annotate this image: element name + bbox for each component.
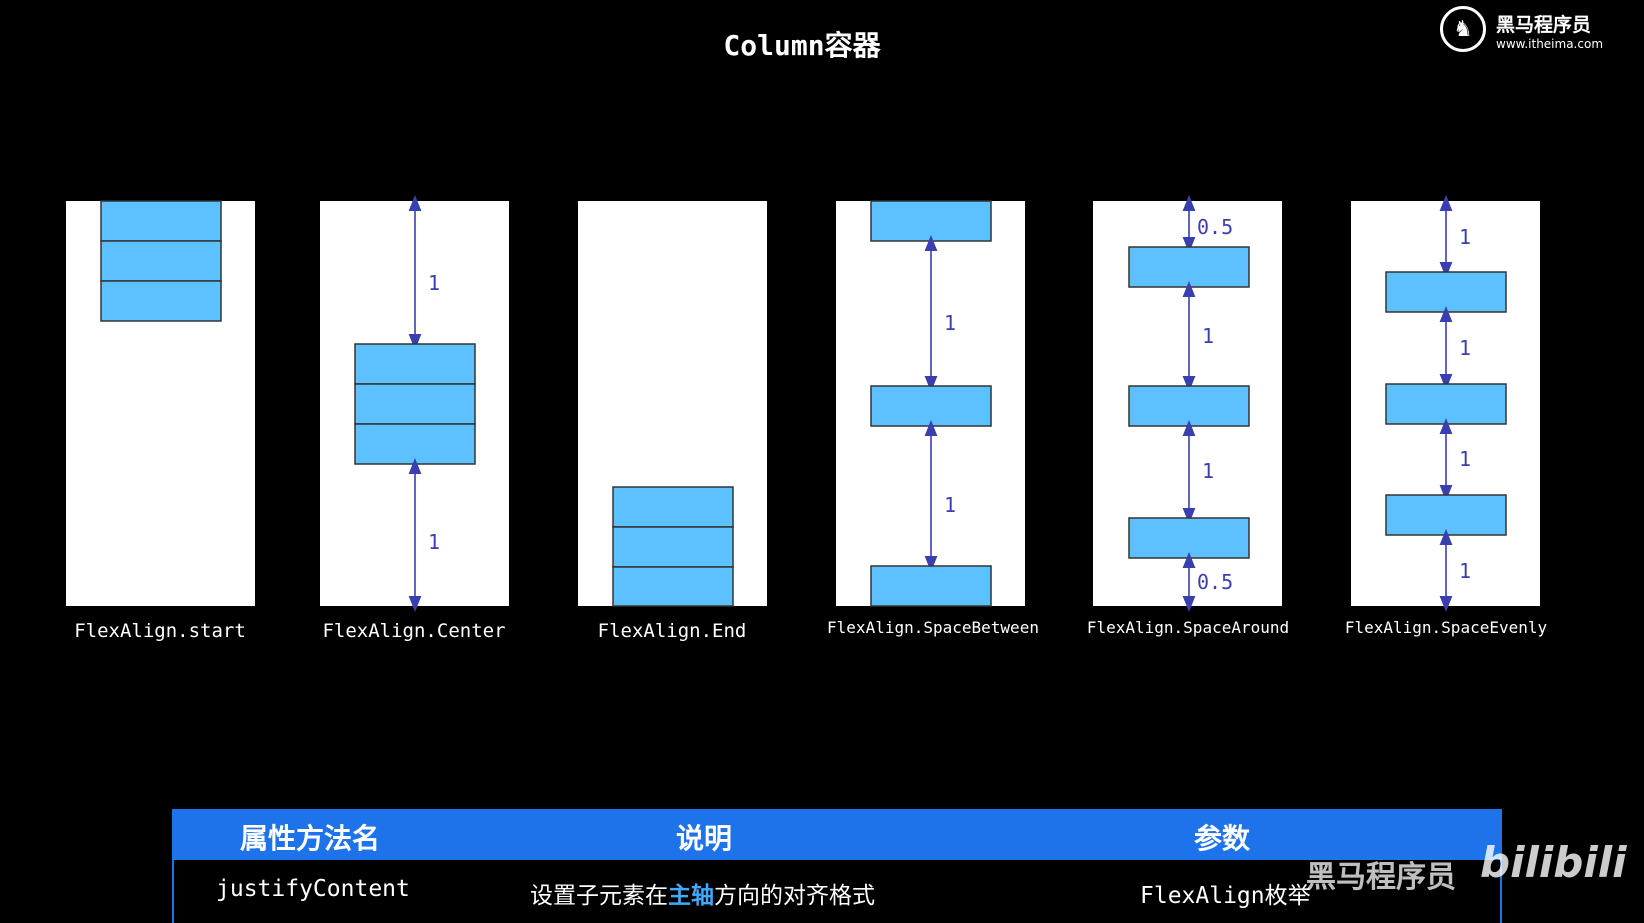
flex-item bbox=[100, 200, 222, 242]
label-flex-center: FlexAlign.Center bbox=[322, 620, 506, 642]
gap-label: 1 bbox=[944, 311, 956, 335]
cell-description: 设置子元素在主轴方向的对齐格式 bbox=[530, 876, 875, 910]
flex-item bbox=[612, 566, 734, 607]
header-parameter: 参数 bbox=[1194, 822, 1251, 855]
logo: ♞ 黑马程序员 www.itheima.com bbox=[1440, 6, 1640, 56]
cell-parameter: FlexAlign枚举 bbox=[1140, 883, 1311, 909]
desc-highlight: 主轴 bbox=[668, 883, 714, 909]
gap-label: 1 bbox=[1459, 559, 1471, 583]
flex-item bbox=[612, 486, 734, 528]
gap-label: 1 bbox=[1459, 225, 1471, 249]
flex-item bbox=[354, 383, 476, 425]
header-description: 说明 bbox=[676, 822, 733, 855]
flex-item bbox=[870, 565, 992, 607]
flex-item bbox=[870, 200, 992, 242]
property-table: 属性方法名 说明 参数 justifyContent 设置子元素在主轴方向的对齐… bbox=[172, 809, 1502, 923]
flex-item bbox=[1128, 246, 1250, 288]
header-property-name: 属性方法名 bbox=[240, 822, 381, 855]
label-flex-start: FlexAlign.start bbox=[74, 620, 246, 642]
gap-label: 1 bbox=[428, 271, 440, 295]
slide-title: Column容器 bbox=[723, 29, 881, 62]
table-row: justifyContent 设置子元素在主轴方向的对齐格式 FlexAlign… bbox=[172, 860, 1502, 923]
label-flex-end: FlexAlign.End bbox=[597, 620, 747, 642]
logo-name: 黑马程序员 bbox=[1496, 14, 1592, 36]
gap-label: 1 bbox=[1202, 324, 1214, 348]
gap-label: 1 bbox=[1459, 336, 1471, 360]
flex-item bbox=[1128, 385, 1250, 427]
label-space-around: FlexAlign.SpaceAround bbox=[1086, 618, 1290, 637]
watermark-brand: bilibili bbox=[1480, 838, 1627, 887]
flex-item bbox=[354, 343, 476, 385]
gap-label: 0.5 bbox=[1197, 215, 1233, 239]
flex-item bbox=[1385, 383, 1507, 425]
flex-item bbox=[1128, 517, 1250, 559]
flex-item bbox=[354, 423, 476, 465]
flex-item bbox=[100, 280, 222, 322]
flex-item bbox=[1385, 494, 1507, 536]
gap-label: 1 bbox=[428, 530, 440, 554]
gap-label: 1 bbox=[1202, 459, 1214, 483]
desc-pre: 设置子元素在 bbox=[530, 883, 668, 909]
label-space-between: FlexAlign.SpaceBetween bbox=[827, 618, 1039, 637]
flex-item bbox=[870, 385, 992, 427]
flex-item bbox=[612, 526, 734, 568]
flex-item bbox=[1385, 271, 1507, 313]
cell-property-name: justifyContent bbox=[216, 876, 410, 902]
table-header: 属性方法名 说明 参数 bbox=[172, 809, 1502, 860]
gap-label: 1 bbox=[1459, 447, 1471, 471]
watermark-name: 黑马程序员 bbox=[1306, 860, 1456, 895]
flex-item bbox=[100, 240, 222, 282]
logo-url: www.itheima.com bbox=[1496, 37, 1604, 51]
gap-label: 0.5 bbox=[1197, 570, 1233, 594]
desc-post: 方向的对齐格式 bbox=[714, 883, 875, 909]
horse-head-icon: ♞ bbox=[1440, 6, 1486, 52]
label-space-evenly: FlexAlign.SpaceEvenly bbox=[1344, 618, 1548, 637]
gap-label: 1 bbox=[944, 493, 956, 517]
